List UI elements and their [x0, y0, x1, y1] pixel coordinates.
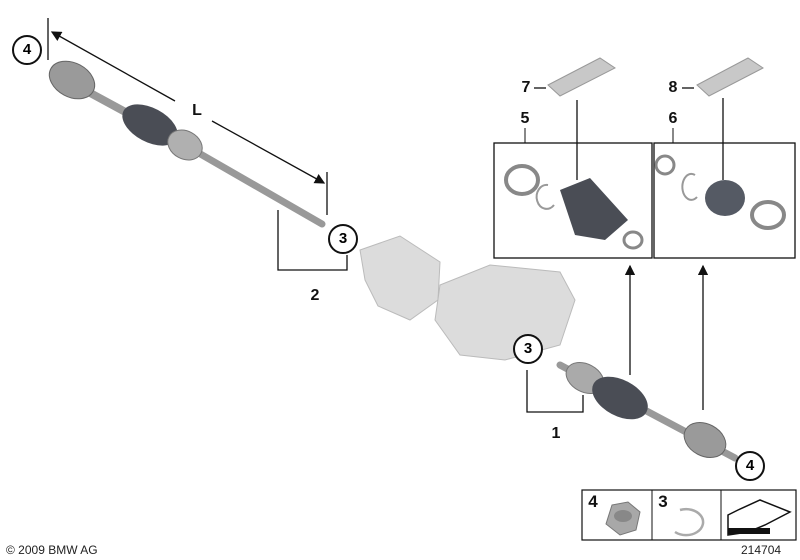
diagram-number: 214704 [741, 543, 782, 557]
copyright: © 2009 BMW AG [6, 543, 98, 557]
diagram-arrow-icon [727, 499, 792, 536]
kit-5-parts [504, 164, 644, 250]
label-outer-boot-kit[interactable]: 5 [520, 110, 530, 127]
callout-right-shaft-end[interactable]: 3 [513, 334, 543, 364]
label-inner-boot-kit[interactable]: 6 [668, 110, 678, 127]
box-kit-5 [493, 142, 653, 259]
grease-tubes [547, 57, 764, 97]
callout-right-outer-joint[interactable]: 4 [735, 451, 765, 481]
leader-lines [534, 87, 724, 410]
label-grease-2[interactable]: 8 [668, 79, 678, 96]
bracket-2 [277, 210, 348, 271]
box-kit-6 [653, 142, 796, 259]
kit-6-parts [654, 154, 786, 230]
callout-left-outer-joint[interactable]: 4 [12, 35, 42, 65]
legend-box [581, 489, 797, 541]
legend-circlip-label: 3 [658, 492, 668, 511]
circlip-icon [674, 507, 705, 537]
dimension-l [47, 18, 328, 215]
left-drive-shaft [48, 60, 326, 228]
label-left-shaft[interactable]: 2 [310, 287, 320, 304]
label-grease-1[interactable]: 7 [521, 79, 531, 96]
label-length: L [192, 102, 202, 119]
callout-left-shaft-end[interactable]: 3 [328, 224, 358, 254]
transfer-case-ghost [359, 235, 576, 361]
bracket-1 [526, 370, 584, 413]
right-drive-shaft [556, 361, 739, 462]
label-right-shaft[interactable]: 1 [551, 425, 561, 442]
legend-nut-label: 4 [588, 492, 598, 511]
